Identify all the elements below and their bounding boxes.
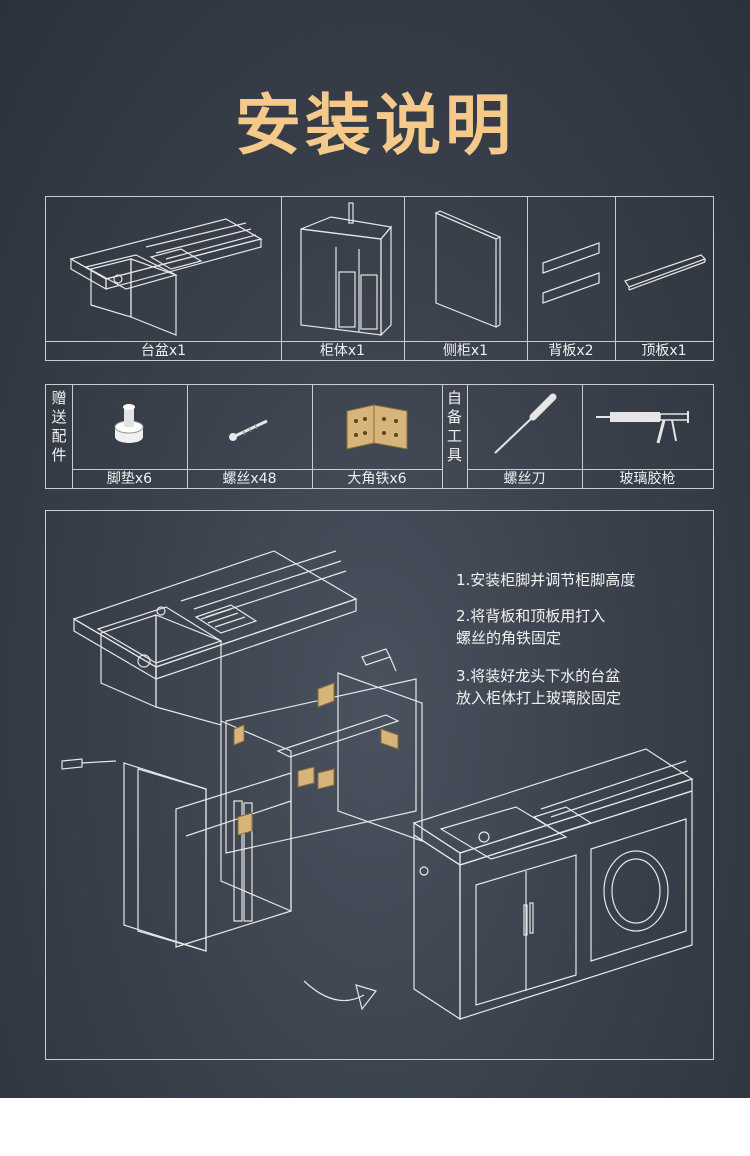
assembled-product-drawing [412,748,694,1021]
exploded-cabinet-drawing [61,648,423,952]
part-cell-cabinet: 柜体x1 [281,197,405,360]
assembly-panel: 1.安装柜脚并调节柜脚高度 2.将背板和顶板用打入 螺丝的角铁固定 3.将装好龙… [45,510,714,1060]
part-cell-side: 侧柜x1 [404,197,528,360]
tool-label-screwdriver: 螺丝刀 [467,469,582,488]
gift-vertical-label: 赠 送 配 件 [46,389,72,465]
tool-char: 工 [446,427,462,445]
gift-cell-footpad: 脚垫x6 [72,385,188,488]
gift-char: 送 [51,408,67,426]
part-cell-top: 顶板x1 [615,197,713,360]
gift-label-cell: 赠 送 配 件 [46,385,73,488]
part-cell-back: 背板x2 [527,197,616,360]
tool-cell-caulking: 玻璃胶枪 [582,385,713,488]
tool-vertical-label: 自 备 工 具 [442,389,467,465]
gift-cell-bracket: 大角铁x6 [312,385,443,488]
part-label-cabinet: 柜体x1 [281,341,404,360]
cabinet-body-icon [300,202,393,337]
tool-char: 具 [446,446,462,464]
instruction-page: 安装说明 台盆x1 [0,0,750,1098]
step-3: 3.将装好龙头下水的台盆 放入柜体打上玻璃胶固定 [456,665,621,709]
part-label-top: 顶板x1 [615,341,713,360]
gift-char: 赠 [51,389,67,407]
back-boards-icon [542,242,600,304]
bottom-margin [0,1098,750,1156]
part-label-back: 背板x2 [527,341,615,360]
foot-pad-icon [114,404,144,443]
page-title: 安装说明 [235,87,515,164]
top-board-icon [624,254,707,291]
step-2-text-line1: 2.将背板和顶板用打入 [456,607,606,625]
part-label-side: 侧柜x1 [404,341,527,360]
step-3-text-line1: 3.将装好龙头下水的台盆 [456,667,621,685]
step-3-text-line2: 放入柜体打上玻璃胶固定 [456,689,622,707]
gift-char: 件 [51,446,67,464]
tool-char: 备 [446,408,462,426]
tool-label-caulking: 玻璃胶枪 [582,469,713,488]
gift-char: 配 [51,427,67,445]
accessories-table: 赠 送 配 件 脚垫x6 螺丝x48 [45,384,714,489]
part-label-sink: 台盆x1 [46,341,281,360]
step-2-text-line2: 螺丝的角铁固定 [456,629,562,647]
sink-countertop-icon [69,218,263,336]
exploded-sink-drawing [72,550,358,726]
side-panel-icon [434,210,502,328]
gift-cell-screw: 螺丝x48 [187,385,313,488]
part-cell-sink: 台盆x1 [46,197,282,360]
gift-label-screw: 螺丝x48 [187,469,312,488]
tool-cell-screwdriver: 螺丝刀 [467,385,583,488]
step-2: 2.将背板和顶板用打入 螺丝的角铁固定 [456,605,605,649]
step-1: 1.安装柜脚并调节柜脚高度 [456,569,635,591]
gift-label-footpad: 脚垫x6 [72,469,187,488]
gift-label-bracket: 大角铁x6 [312,469,442,488]
corner-bracket-icon [346,404,408,450]
caulking-gun-icon [596,411,689,444]
assembly-diagram [61,550,694,1021]
tool-label-cell: 自 备 工 具 [442,385,468,488]
step-1-text: 1.安装柜脚并调节柜脚高度 [456,571,636,589]
screwdriver-icon [494,393,557,454]
parts-table: 台盆x1 柜体x1 侧柜x1 [45,196,714,361]
screw-icon [229,419,268,441]
tool-char: 自 [446,389,462,407]
